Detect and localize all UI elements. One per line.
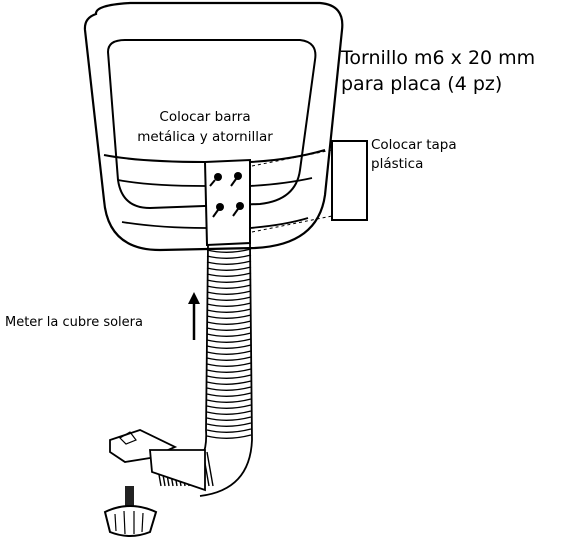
- cover-rib: [206, 410, 252, 415]
- cover-outline-right: [199, 242, 253, 497]
- screw-label-line-1: Tornillo m6 x 20 mm: [341, 47, 536, 69]
- screw-icons: [209, 172, 244, 218]
- metal-plate: [203, 158, 251, 247]
- screw-label: Tornillo m6 x 20 mm para placa (4 pz): [341, 45, 535, 97]
- cover-rib: [206, 320, 252, 325]
- cover-rib: [206, 374, 252, 379]
- guide-line-bottom: [251, 215, 333, 233]
- cover-rib: [206, 290, 252, 295]
- cover-rib: [206, 272, 252, 277]
- cover-rib: [206, 302, 252, 307]
- cover-bend-rib: [206, 451, 214, 487]
- cover-outline-left: [189, 244, 209, 471]
- cover-rib: [206, 362, 252, 367]
- cover-rib: [206, 392, 252, 397]
- crossbar-bottom: [121, 217, 309, 229]
- cover-rib: [206, 338, 252, 343]
- knob: [103, 505, 158, 537]
- bar-label-line-1: Colocar barra: [159, 109, 251, 125]
- cover-label: Meter la cubre solera: [5, 315, 143, 330]
- cover-rib: [206, 296, 252, 301]
- cap-label-line-2: plástica: [371, 156, 424, 172]
- cover-rib: [206, 434, 252, 439]
- cover-rib: [206, 422, 252, 427]
- crossbar-band: [103, 149, 326, 163]
- cover-rib: [206, 386, 252, 391]
- cover-rib: [206, 266, 252, 271]
- cover-rib: [206, 416, 252, 421]
- cover-rib: [206, 398, 252, 403]
- cover-rib: [206, 404, 252, 409]
- cover-rib: [206, 326, 252, 331]
- cover-rib: [206, 314, 252, 319]
- cover-rib: [206, 368, 252, 373]
- cover-rib: [206, 344, 252, 349]
- knob-ridges: [114, 510, 144, 535]
- insert-arrow-head: [188, 292, 200, 304]
- cover-rib: [206, 308, 252, 313]
- plastic-cap: [331, 140, 368, 221]
- guide-line-top: [251, 149, 333, 167]
- cover-rib: [206, 248, 252, 253]
- base-block: [149, 449, 206, 492]
- backrest-outer-frame: [83, 1, 344, 252]
- cover-rib: [206, 260, 252, 265]
- bar-label: Colocar barra metálica y atornillar: [135, 107, 275, 147]
- knob-bolt: [125, 486, 134, 508]
- cap-label-line-1: Colocar tapa: [371, 137, 457, 153]
- base-bracket-tab: [119, 431, 137, 445]
- cover-rib: [206, 356, 252, 361]
- cover-rib: [206, 428, 252, 433]
- cover-rib: [206, 350, 252, 355]
- cover-rib: [206, 332, 252, 337]
- backrest-inner-frame: [106, 39, 317, 210]
- cover-rib: [206, 254, 252, 259]
- screw-label-line-2: para placa (4 pz): [341, 73, 503, 95]
- cap-label: Colocar tapa plástica: [371, 136, 457, 174]
- cover-rib: [206, 284, 252, 289]
- cover-rib: [206, 278, 252, 283]
- bar-label-line-2: metálica y atornillar: [137, 129, 273, 145]
- cover-rib: [206, 380, 252, 385]
